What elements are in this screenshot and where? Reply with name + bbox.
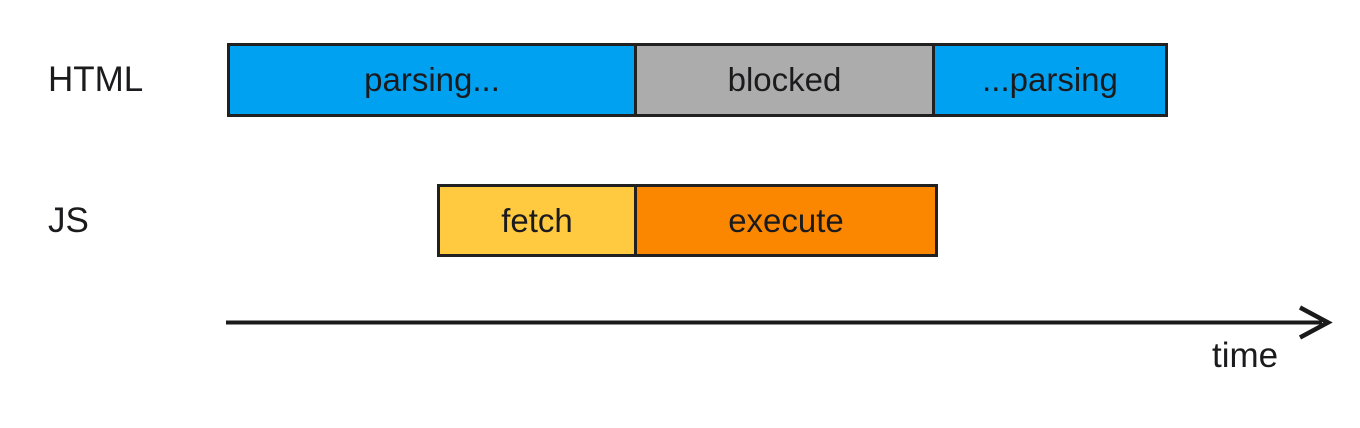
row-label-js: JS (48, 200, 89, 240)
segment-blocked: blocked (634, 43, 935, 117)
segment-parsing-after: ...parsing (932, 43, 1168, 117)
js-timeline-bar: fetch execute (437, 184, 938, 257)
segment-fetch: fetch (437, 184, 637, 257)
html-timeline-bar: parsing... blocked ...parsing (227, 43, 1168, 117)
segment-execute: execute (634, 184, 938, 257)
time-axis-label: time (1212, 336, 1279, 375)
segment-parsing-before: parsing... (227, 43, 637, 117)
row-label-html: HTML (48, 60, 144, 99)
time-axis-arrow (226, 305, 1333, 340)
